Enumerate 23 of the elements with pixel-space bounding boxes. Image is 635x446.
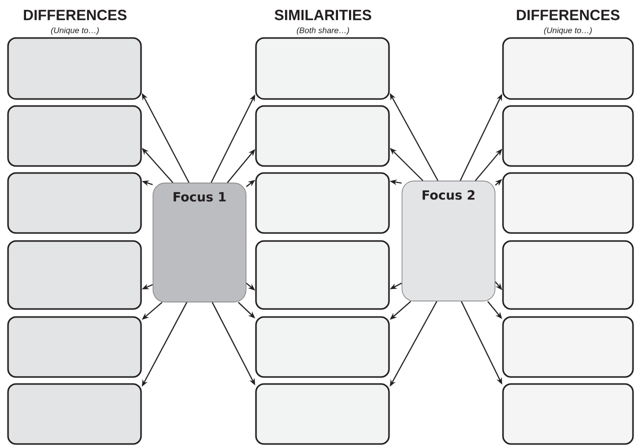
answer-box [502, 37, 634, 100]
answer-box [7, 240, 142, 310]
answer-box [255, 383, 390, 445]
focus-box: Focus 1 [152, 182, 246, 302]
answer-box [7, 37, 142, 100]
answer-box [502, 316, 634, 378]
answer-box [502, 240, 634, 310]
answer-box [255, 240, 390, 310]
answer-box [7, 383, 142, 445]
heading: SIMILARITIES [274, 10, 372, 20]
answer-box [502, 105, 634, 167]
answer-box [255, 37, 390, 100]
answer-box [255, 316, 390, 378]
answer-box [255, 105, 390, 167]
answer-box [255, 172, 390, 234]
answer-box [7, 105, 142, 167]
answer-box [502, 172, 634, 234]
answer-box [502, 383, 634, 445]
heading: DIFFERENCES [516, 10, 620, 20]
answer-box [7, 316, 142, 378]
heading: DIFFERENCES [24, 10, 126, 20]
answer-box [7, 172, 142, 234]
focus-box: Focus 2 [402, 180, 496, 302]
